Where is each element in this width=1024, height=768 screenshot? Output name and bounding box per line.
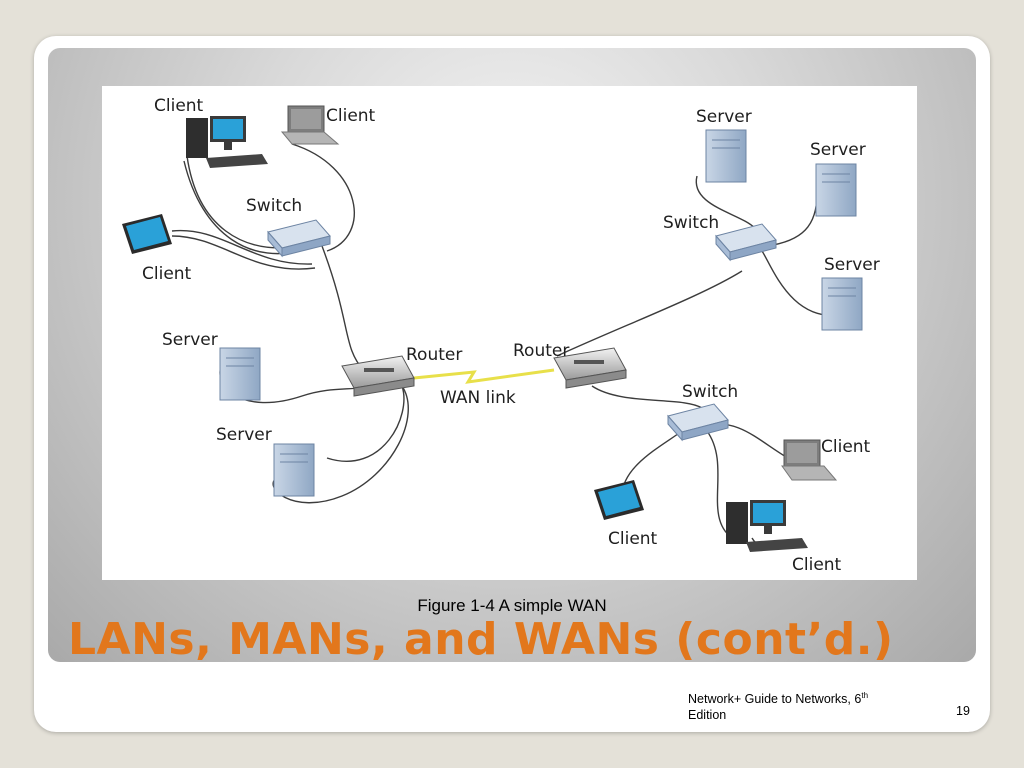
server-left-1 bbox=[219, 347, 261, 401]
slide-title: LANs, MANs, and WANs (cont’d.) bbox=[68, 614, 894, 665]
tablet-client-bottom-right bbox=[594, 480, 644, 520]
desktop-client-bottom-right bbox=[726, 500, 808, 552]
cable-router-switchtr bbox=[556, 270, 743, 357]
page-number: 19 bbox=[956, 704, 970, 718]
wan-link-bolt bbox=[413, 368, 555, 384]
wan-diagram: Client Client Switch Client Server Route… bbox=[102, 86, 917, 580]
label-client-laptop-br: Client bbox=[821, 437, 871, 457]
figure-caption: Figure 1-4 A simple WAN bbox=[417, 596, 607, 615]
label-server-left-2: Server bbox=[216, 425, 272, 445]
tablet-client-left bbox=[122, 214, 172, 254]
label-wan-link: WAN link bbox=[440, 388, 516, 408]
footer-edition-suffix: th bbox=[861, 691, 869, 700]
server-right-3 bbox=[821, 277, 863, 331]
label-client-tablet-br: Client bbox=[608, 529, 658, 549]
desktop-client-top-left bbox=[186, 116, 268, 168]
label-switch-left: Switch bbox=[246, 196, 302, 216]
cable-router-switchbr bbox=[591, 385, 703, 409]
label-client-desktop-tl: Client bbox=[154, 96, 204, 116]
server-right-1 bbox=[705, 129, 747, 183]
switch-right-top bbox=[715, 223, 777, 262]
cable-laptop-switch bbox=[291, 143, 355, 252]
laptop-client-bottom-right bbox=[781, 439, 838, 481]
switch-right-bottom bbox=[667, 403, 729, 442]
label-client-laptop-tl: Client bbox=[326, 106, 376, 126]
footer-book-title: Network+ Guide to Networks, 6 bbox=[688, 692, 862, 707]
cable-tablet-switch-a bbox=[171, 229, 313, 265]
laptop-client-top-left bbox=[280, 105, 340, 145]
server-right-2 bbox=[815, 163, 857, 217]
footer-edition-word: Edition bbox=[688, 708, 727, 723]
cable-router-server-l bbox=[326, 385, 405, 462]
server-left-2 bbox=[273, 443, 315, 497]
label-client-desktop-br: Client bbox=[792, 555, 842, 575]
label-server-right-2: Server bbox=[810, 140, 866, 160]
label-router-right: Router bbox=[513, 341, 569, 361]
label-server-left-1: Server bbox=[162, 330, 218, 350]
switch-left bbox=[267, 219, 331, 258]
label-router-left: Router bbox=[406, 345, 462, 365]
footer-source: Network+ Guide to Networks, 6th Edition bbox=[688, 688, 928, 723]
label-switch-right-bottom: Switch bbox=[682, 382, 738, 402]
label-switch-right-top: Switch bbox=[663, 213, 719, 233]
router-right bbox=[553, 347, 627, 389]
cable-switchbr-desktop bbox=[706, 430, 733, 539]
label-server-right-3: Server bbox=[824, 255, 880, 275]
cable-switch-router bbox=[321, 245, 365, 372]
label-server-right-1: Server bbox=[696, 107, 752, 127]
cable-tablet-switch-b bbox=[171, 235, 316, 270]
label-client-tablet-left: Client bbox=[142, 264, 192, 284]
router-left bbox=[341, 355, 415, 397]
